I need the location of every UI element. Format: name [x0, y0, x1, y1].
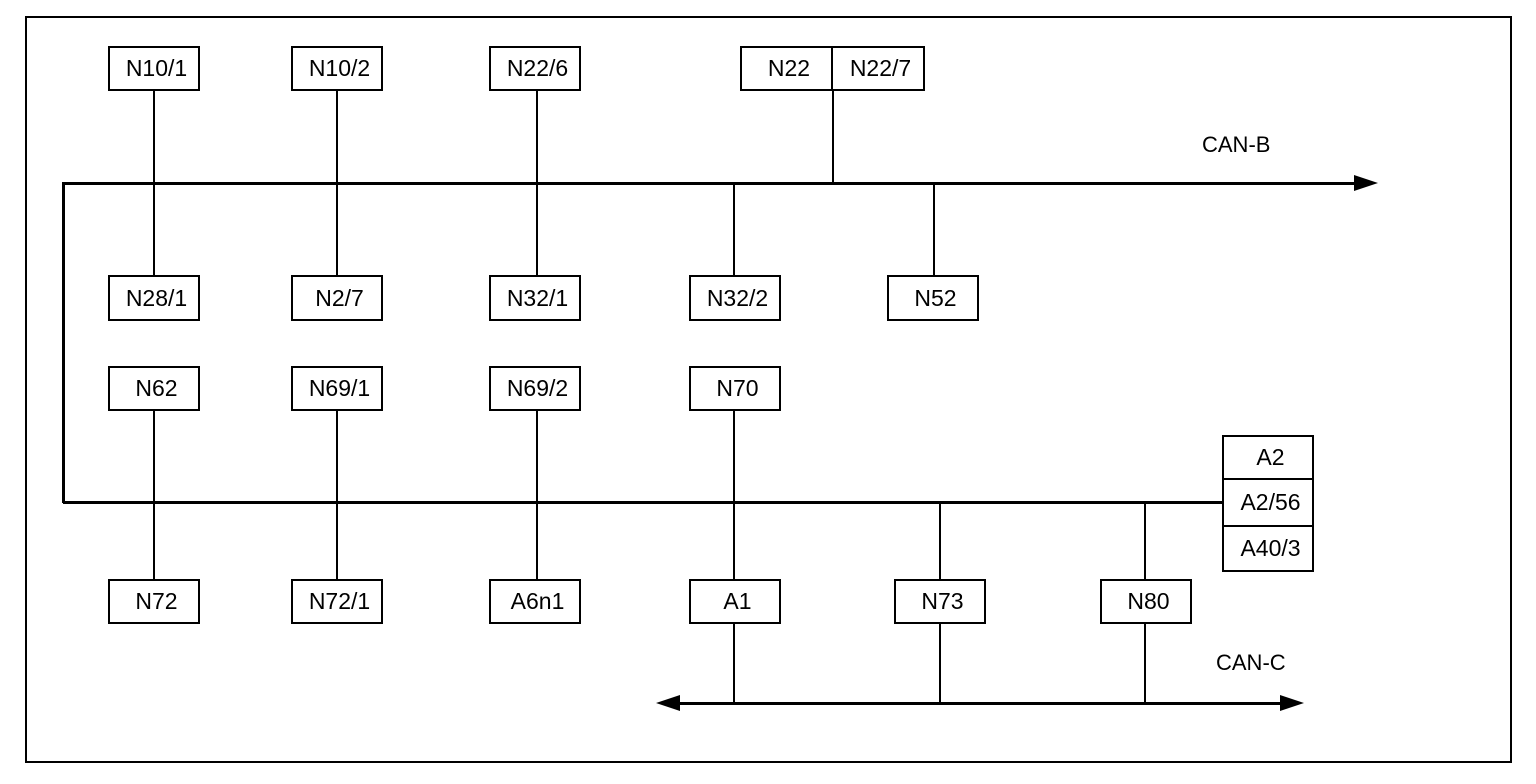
can-b-arrowhead-right [1354, 175, 1378, 191]
node-n70: N70 [689, 366, 781, 411]
can-c-bus-label: CAN-C [1216, 650, 1286, 675]
node-n22-7: N22/7 [831, 46, 925, 91]
can-b-bus-label: CAN-B [1202, 132, 1271, 157]
node-n80: N80 [1100, 579, 1192, 624]
node-n72: N72 [108, 579, 200, 624]
link-n70-mid-a1 [733, 409, 735, 581]
link-n62-mid-n72 [153, 409, 155, 581]
drop-canb-n52 [933, 183, 935, 277]
drop-n22-6-canb [536, 89, 538, 183]
drop-canb-n2-7 [336, 183, 338, 277]
node-a2: A2 [1222, 435, 1314, 480]
node-n10-2: N10/2 [291, 46, 383, 91]
node-n22-6: N22/6 [489, 46, 581, 91]
node-n52: N52 [887, 275, 979, 321]
drop-n80-canc [1144, 622, 1146, 703]
drop-n10-1-canb [153, 89, 155, 183]
node-n69-2: N69/2 [489, 366, 581, 411]
node-a2-56: A2/56 [1222, 478, 1314, 527]
node-n73: N73 [894, 579, 986, 624]
drop-n22-canb [832, 89, 834, 183]
drop-n10-2-canb [336, 89, 338, 183]
drop-canb-n28-1 [153, 183, 155, 277]
link-n69-2-mid-a6n1 [536, 409, 538, 581]
drop-a1-canc [733, 622, 735, 703]
can-c-bus-line [668, 702, 1286, 705]
node-a1: A1 [689, 579, 781, 624]
node-n32-2: N32/2 [689, 275, 781, 321]
drop-canb-n32-1 [536, 183, 538, 277]
drop-mid-n80 [1144, 502, 1146, 581]
diagram-frame [25, 16, 1512, 763]
drop-canb-n32-2 [733, 183, 735, 277]
left-riser-line [62, 182, 65, 503]
node-n69-1: N69/1 [291, 366, 383, 411]
link-n69-1-mid-n72-1 [336, 409, 338, 581]
can-c-arrowhead-left [656, 695, 680, 711]
drop-mid-n73 [939, 502, 941, 581]
drop-n73-canc [939, 622, 941, 703]
node-n2-7: N2/7 [291, 275, 383, 321]
node-n62: N62 [108, 366, 200, 411]
mid-bus-line [63, 501, 1224, 504]
node-n32-1: N32/1 [489, 275, 581, 321]
can-c-arrowhead-right [1280, 695, 1304, 711]
node-n10-1: N10/1 [108, 46, 200, 91]
node-n22: N22 [740, 46, 833, 91]
can-b-bus-line [63, 182, 1356, 185]
node-n28-1: N28/1 [108, 275, 200, 321]
node-n72-1: N72/1 [291, 579, 383, 624]
node-a40-3: A40/3 [1222, 525, 1314, 572]
node-a6n1: A6n1 [489, 579, 581, 624]
